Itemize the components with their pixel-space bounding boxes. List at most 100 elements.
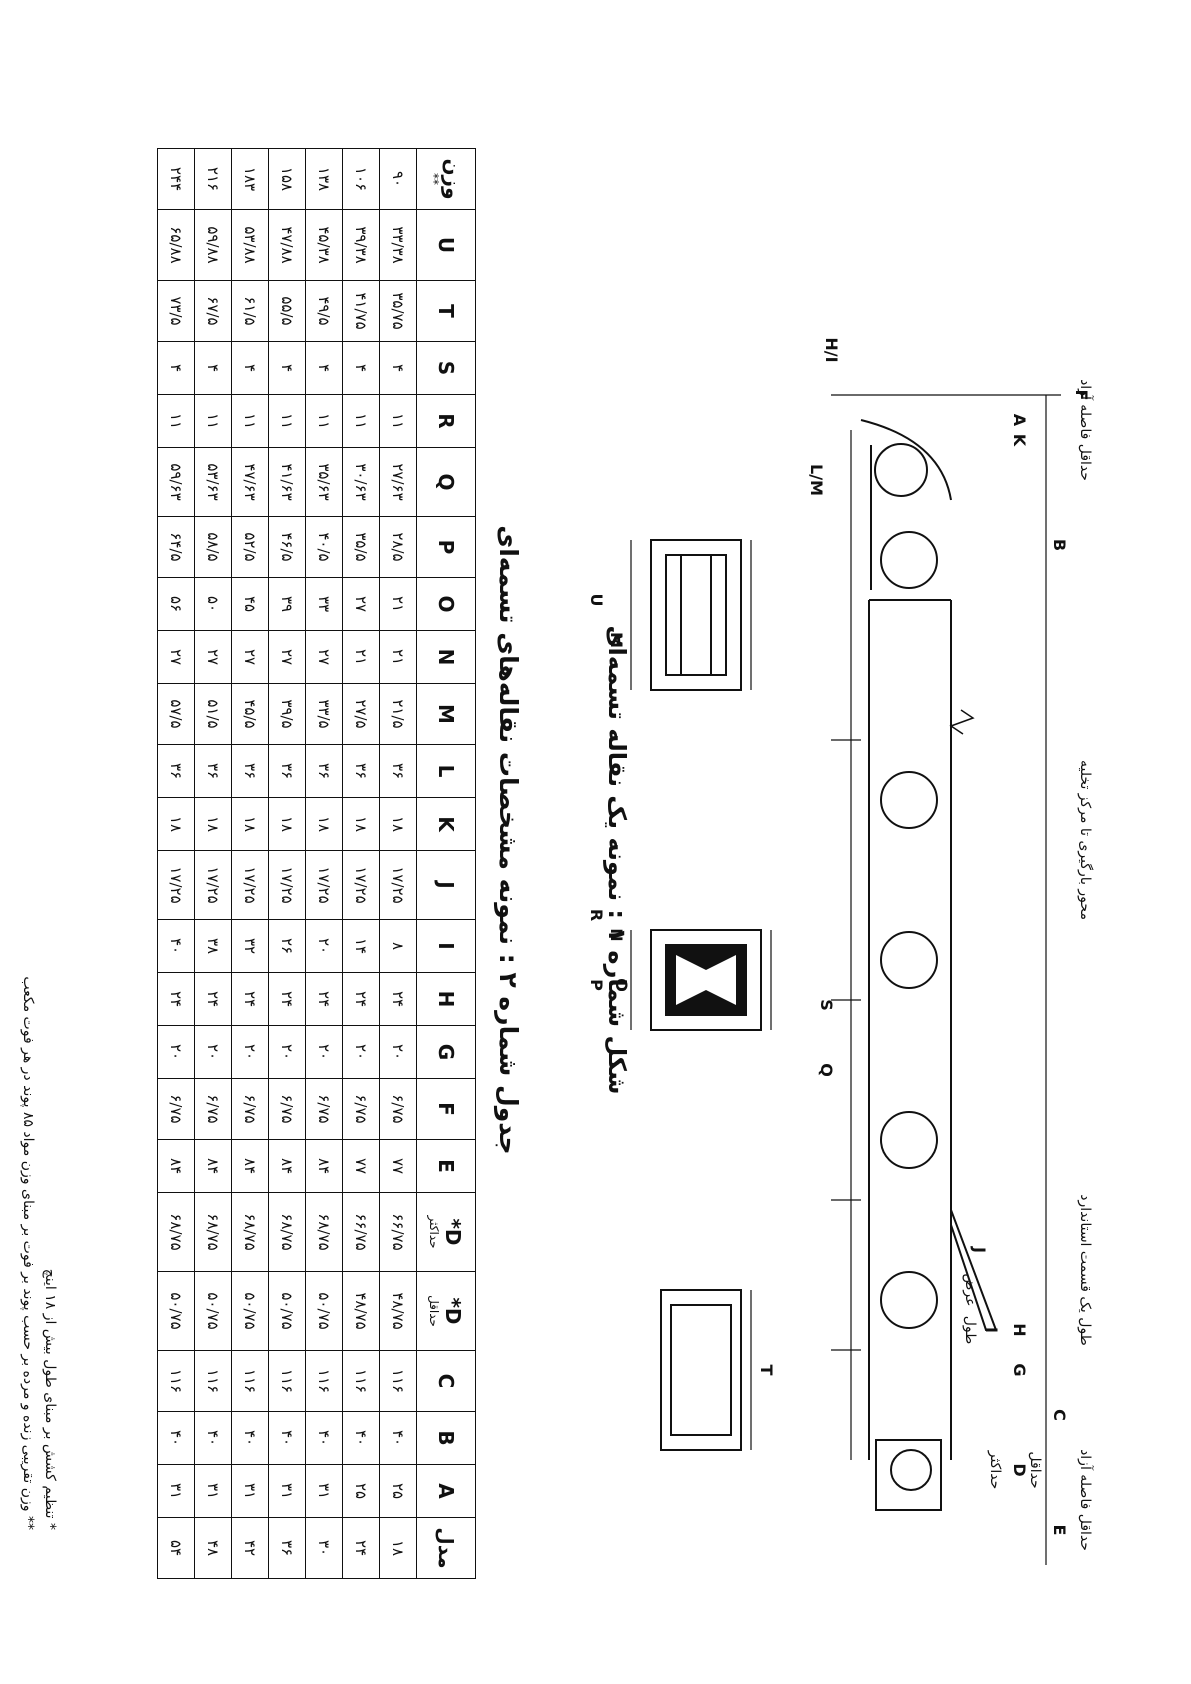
table-cell: ۱۸ <box>379 797 417 851</box>
label-width: عرض <box>962 1273 978 1306</box>
dim-HI: H/I <box>822 337 841 362</box>
table-cell: ۲۱ <box>379 630 417 684</box>
table-cell: ۱۸۳ <box>231 148 269 210</box>
table-cell: ۸۴ <box>231 1139 269 1193</box>
header-label: P <box>434 539 458 555</box>
table-cell: ۴ <box>379 341 417 395</box>
table-cell: ۱۸ <box>157 797 195 851</box>
header-cell: P <box>416 516 476 578</box>
table-cell: ۴۰ <box>379 1411 417 1465</box>
table-cell: ۲۷/۵ <box>342 683 380 745</box>
header-label: D* <box>441 1218 465 1246</box>
table-cell: ۸۴ <box>305 1139 343 1193</box>
table-cell: ۱۸ <box>342 797 380 851</box>
table-cell: ۵۰/۷۵ <box>157 1271 195 1351</box>
table-cell: ۸۴ <box>157 1139 195 1193</box>
header-cell: U <box>416 209 476 281</box>
header-label: C <box>434 1373 458 1389</box>
table-cell: ۳۱ <box>305 1464 343 1518</box>
table-cell: ۵۸/۵ <box>194 516 232 578</box>
header-label: L <box>434 764 458 778</box>
header-cell: M <box>416 683 476 745</box>
header-cell: E <box>416 1139 476 1193</box>
table-cell: ۱۷/۲۵ <box>231 850 269 920</box>
table-cell: ۶/۷۵ <box>231 1078 269 1140</box>
table-cell: ۵۹/۶۳ <box>157 447 195 517</box>
table-cell: ۳۶ <box>342 744 380 798</box>
table-cell: ۲۱ <box>379 577 417 631</box>
table-cell: ۴۰ <box>157 919 195 973</box>
table-cell: ۱۷/۲۵ <box>379 850 417 920</box>
label-min-free-bottom: حداقل فاصله آزاد <box>1077 379 1094 481</box>
table-cell: ۴ <box>194 341 232 395</box>
header-label: S <box>434 360 458 376</box>
table-cell: ۲۷ <box>231 630 269 684</box>
table-cell: ۲۰ <box>231 1025 269 1079</box>
table-cell: ۱۱۶ <box>231 1350 269 1412</box>
table-cell: ۴۷/۸۸ <box>268 209 306 281</box>
table-cell: ۲۷ <box>342 577 380 631</box>
table-cell: ۱۷/۲۵ <box>194 850 232 920</box>
table-cell: ۵۰/۷۵ <box>194 1271 232 1351</box>
table-footnotes: * تنظیم کشش بر مبنای طول بیش از ۱۸ اینچ … <box>17 150 61 1530</box>
table-cell: ۱۱۶ <box>379 1350 417 1412</box>
table-cell: ۳۵/۶۳ <box>305 447 343 517</box>
table-cell: ۲۸/۵ <box>379 516 417 578</box>
table-cell: ۳۱ <box>157 1464 195 1518</box>
table-cell: ۲۴ <box>379 972 417 1026</box>
header-label: G <box>434 1043 458 1061</box>
table-cell: ۴ <box>342 341 380 395</box>
label-length: طول <box>962 1316 978 1345</box>
table-cell: ۴۰ <box>194 1411 232 1465</box>
header-label: T <box>434 304 458 318</box>
table-cell: ۱۱۶ <box>305 1350 343 1412</box>
footnote-2: ** وزن تقریبی زنده و مرده بر حسب پوند بر… <box>20 976 36 1530</box>
table-cell: ۵۹/۸۸ <box>194 209 232 281</box>
table-cell: ۳۶ <box>157 744 195 798</box>
table-cell: ۱۸ <box>379 1517 417 1579</box>
table-cell: ۲۴ <box>342 972 380 1026</box>
header-cell: وزن** <box>416 148 476 210</box>
header-label: I <box>434 942 458 950</box>
table-cell: ۲۰ <box>305 1025 343 1079</box>
table-cell: ۴۰ <box>342 1411 380 1465</box>
table-cell: ۶/۷۵ <box>268 1078 306 1140</box>
table-cell: ۱۸ <box>231 797 269 851</box>
table-cell: ۵۰/۷۵ <box>305 1271 343 1351</box>
table-cell: ۴۷/۶۳ <box>231 447 269 517</box>
header-label: N <box>434 648 458 666</box>
table-cell: ۵۷/۵ <box>157 683 195 745</box>
header-cell: K <box>416 797 476 851</box>
table-cell: ۳۰ <box>305 1517 343 1579</box>
table-cell: ۶/۷۵ <box>157 1078 195 1140</box>
table-cell: ۳۹/۵ <box>268 683 306 745</box>
header-cell: T <box>416 280 476 342</box>
table-cell: ۱۵۸ <box>268 148 306 210</box>
table-cell: ۳۵/۷۵ <box>379 280 417 342</box>
table-cell: ۵۴ <box>157 1517 195 1579</box>
table-cell: ۲۵ <box>379 1464 417 1518</box>
table-cell: ۱۰۶ <box>342 148 380 210</box>
table-cell: ۲۰ <box>342 1025 380 1079</box>
table-cell: ۳۶ <box>305 744 343 798</box>
table-cell: ۴ <box>268 341 306 395</box>
table-cell: ۴۱/۶۳ <box>268 447 306 517</box>
table-cell: ۹۰ <box>379 148 417 210</box>
table-cell: ۸۴ <box>268 1139 306 1193</box>
table-cell: ۱۱ <box>231 394 269 448</box>
table-cell: ۲۶ <box>268 919 306 973</box>
table-cell: ۴۸/۷۵ <box>379 1271 417 1351</box>
table-cell: ۲۵ <box>342 1464 380 1518</box>
table-cell: ۵۶ <box>157 577 195 631</box>
table-cell: ۲۷ <box>157 630 195 684</box>
footnote-1: * تنظیم کشش بر مبنای طول بیش از ۱۸ اینچ <box>42 1268 58 1530</box>
table-cell: ۵۰/۷۵ <box>268 1271 306 1351</box>
table-cell: ۴۶/۵ <box>268 516 306 578</box>
table-cell: ۴ <box>231 341 269 395</box>
table-caption: جدول شماره ۲ : نمونه مشخصات نقاله‌های تس… <box>494 525 523 1155</box>
